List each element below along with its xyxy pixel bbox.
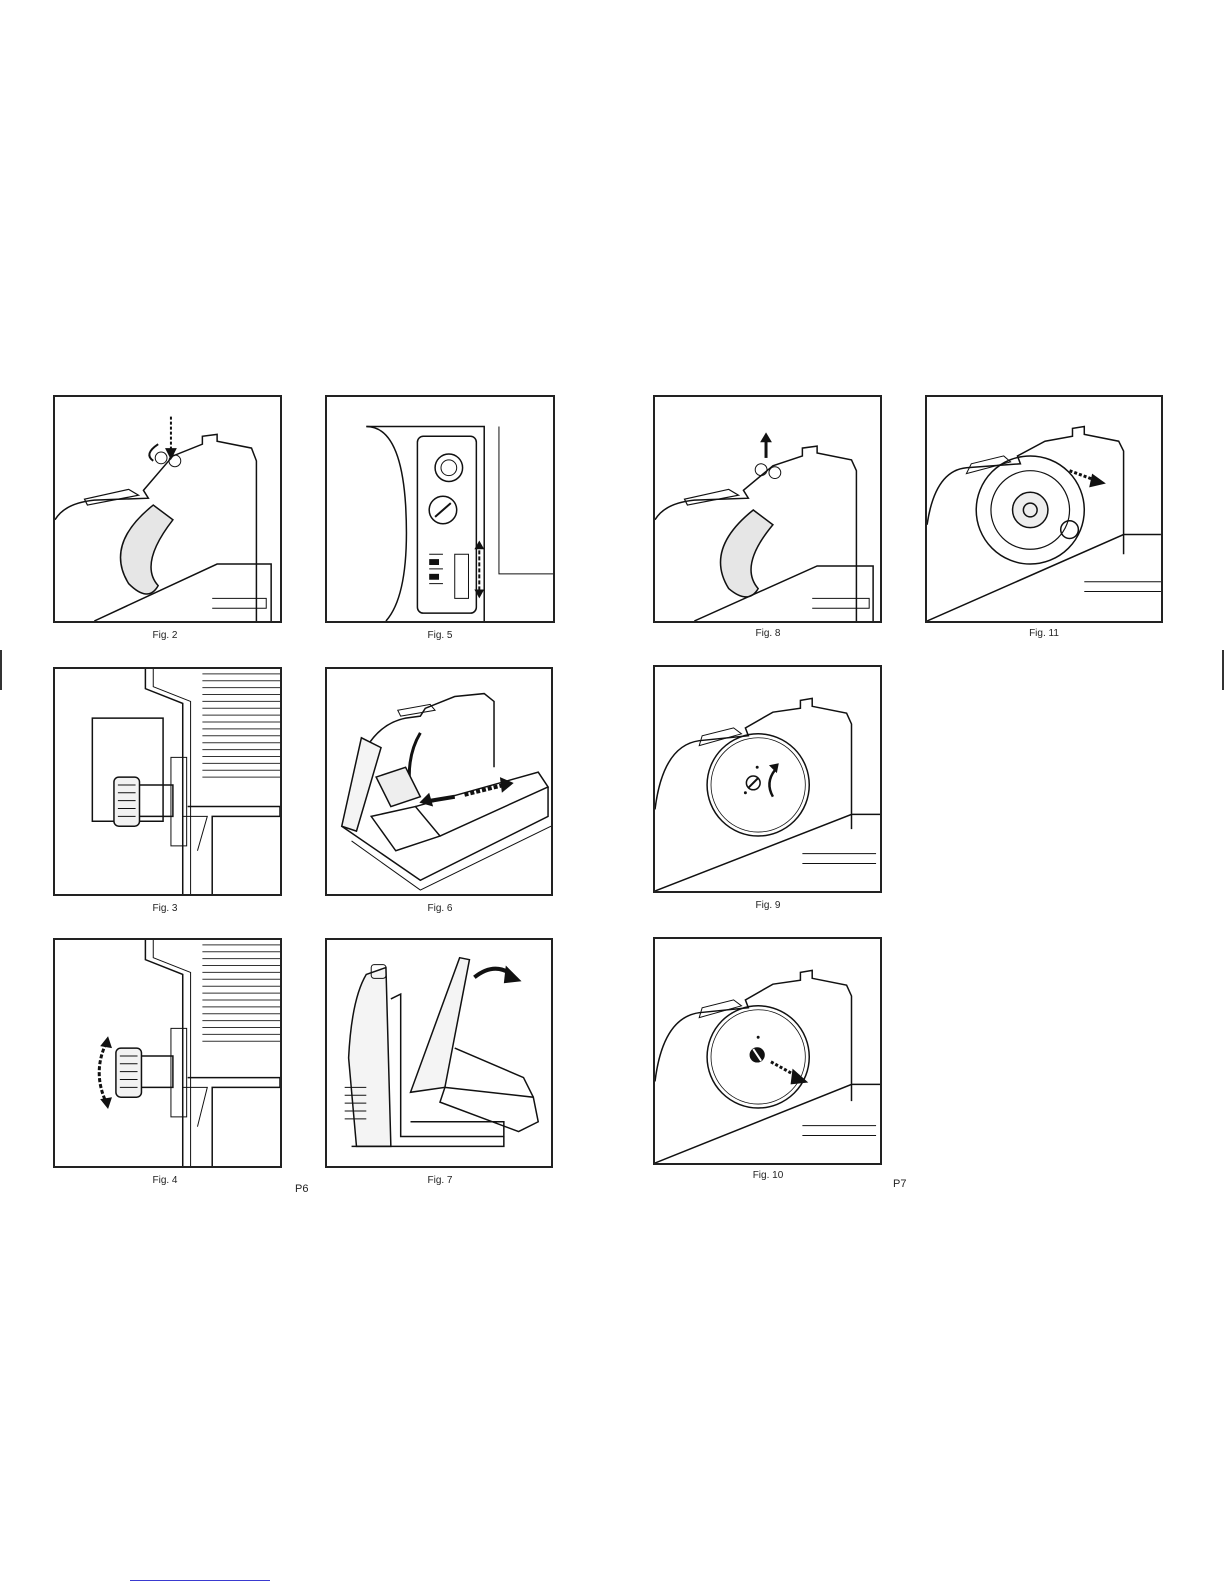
handle-cap-lift-illustration xyxy=(655,397,880,621)
blade-screw-loosen-illustration xyxy=(655,667,880,891)
figure-3 xyxy=(53,667,282,896)
fig-4-caption: Fig. 4 xyxy=(105,1175,225,1186)
fig-6-caption: Fig. 6 xyxy=(380,903,500,914)
carriage-tilt-illustration xyxy=(327,940,551,1166)
figure-10 xyxy=(653,937,882,1165)
thickness-dial-panel-illustration xyxy=(327,397,553,621)
thickness-knob-side-illustration xyxy=(55,669,280,894)
figure-6 xyxy=(325,667,553,896)
figure-5 xyxy=(325,395,555,623)
left-binding-edge xyxy=(0,650,2,690)
bottom-rule xyxy=(130,1580,270,1581)
blade-screw-remove-illustration xyxy=(655,939,880,1163)
figure-8 xyxy=(653,395,882,623)
slicer-handle-cap-illustration xyxy=(55,397,280,621)
fig-9-caption: Fig. 9 xyxy=(708,900,828,911)
fig-5-caption: Fig. 5 xyxy=(380,630,500,641)
carriage-slide-illustration xyxy=(327,669,551,894)
right-binding-edge xyxy=(1222,650,1224,690)
page-number-left: P6 xyxy=(295,1183,308,1195)
figure-7 xyxy=(325,938,553,1168)
fig-7-caption: Fig. 7 xyxy=(380,1175,500,1186)
thickness-knob-turn-illustration xyxy=(55,940,280,1166)
fig-10-caption: Fig. 10 xyxy=(708,1170,828,1181)
figure-9 xyxy=(653,665,882,893)
fig-3-caption: Fig. 3 xyxy=(105,903,225,914)
fig-2-caption: Fig. 2 xyxy=(105,630,225,641)
figure-2 xyxy=(53,395,282,623)
blade-removal-illustration xyxy=(927,397,1161,621)
fig-11-caption: Fig. 11 xyxy=(984,628,1104,639)
page-number-right: P7 xyxy=(893,1178,906,1190)
figure-11 xyxy=(925,395,1163,623)
fig-8-caption: Fig. 8 xyxy=(708,628,828,639)
figure-4 xyxy=(53,938,282,1168)
